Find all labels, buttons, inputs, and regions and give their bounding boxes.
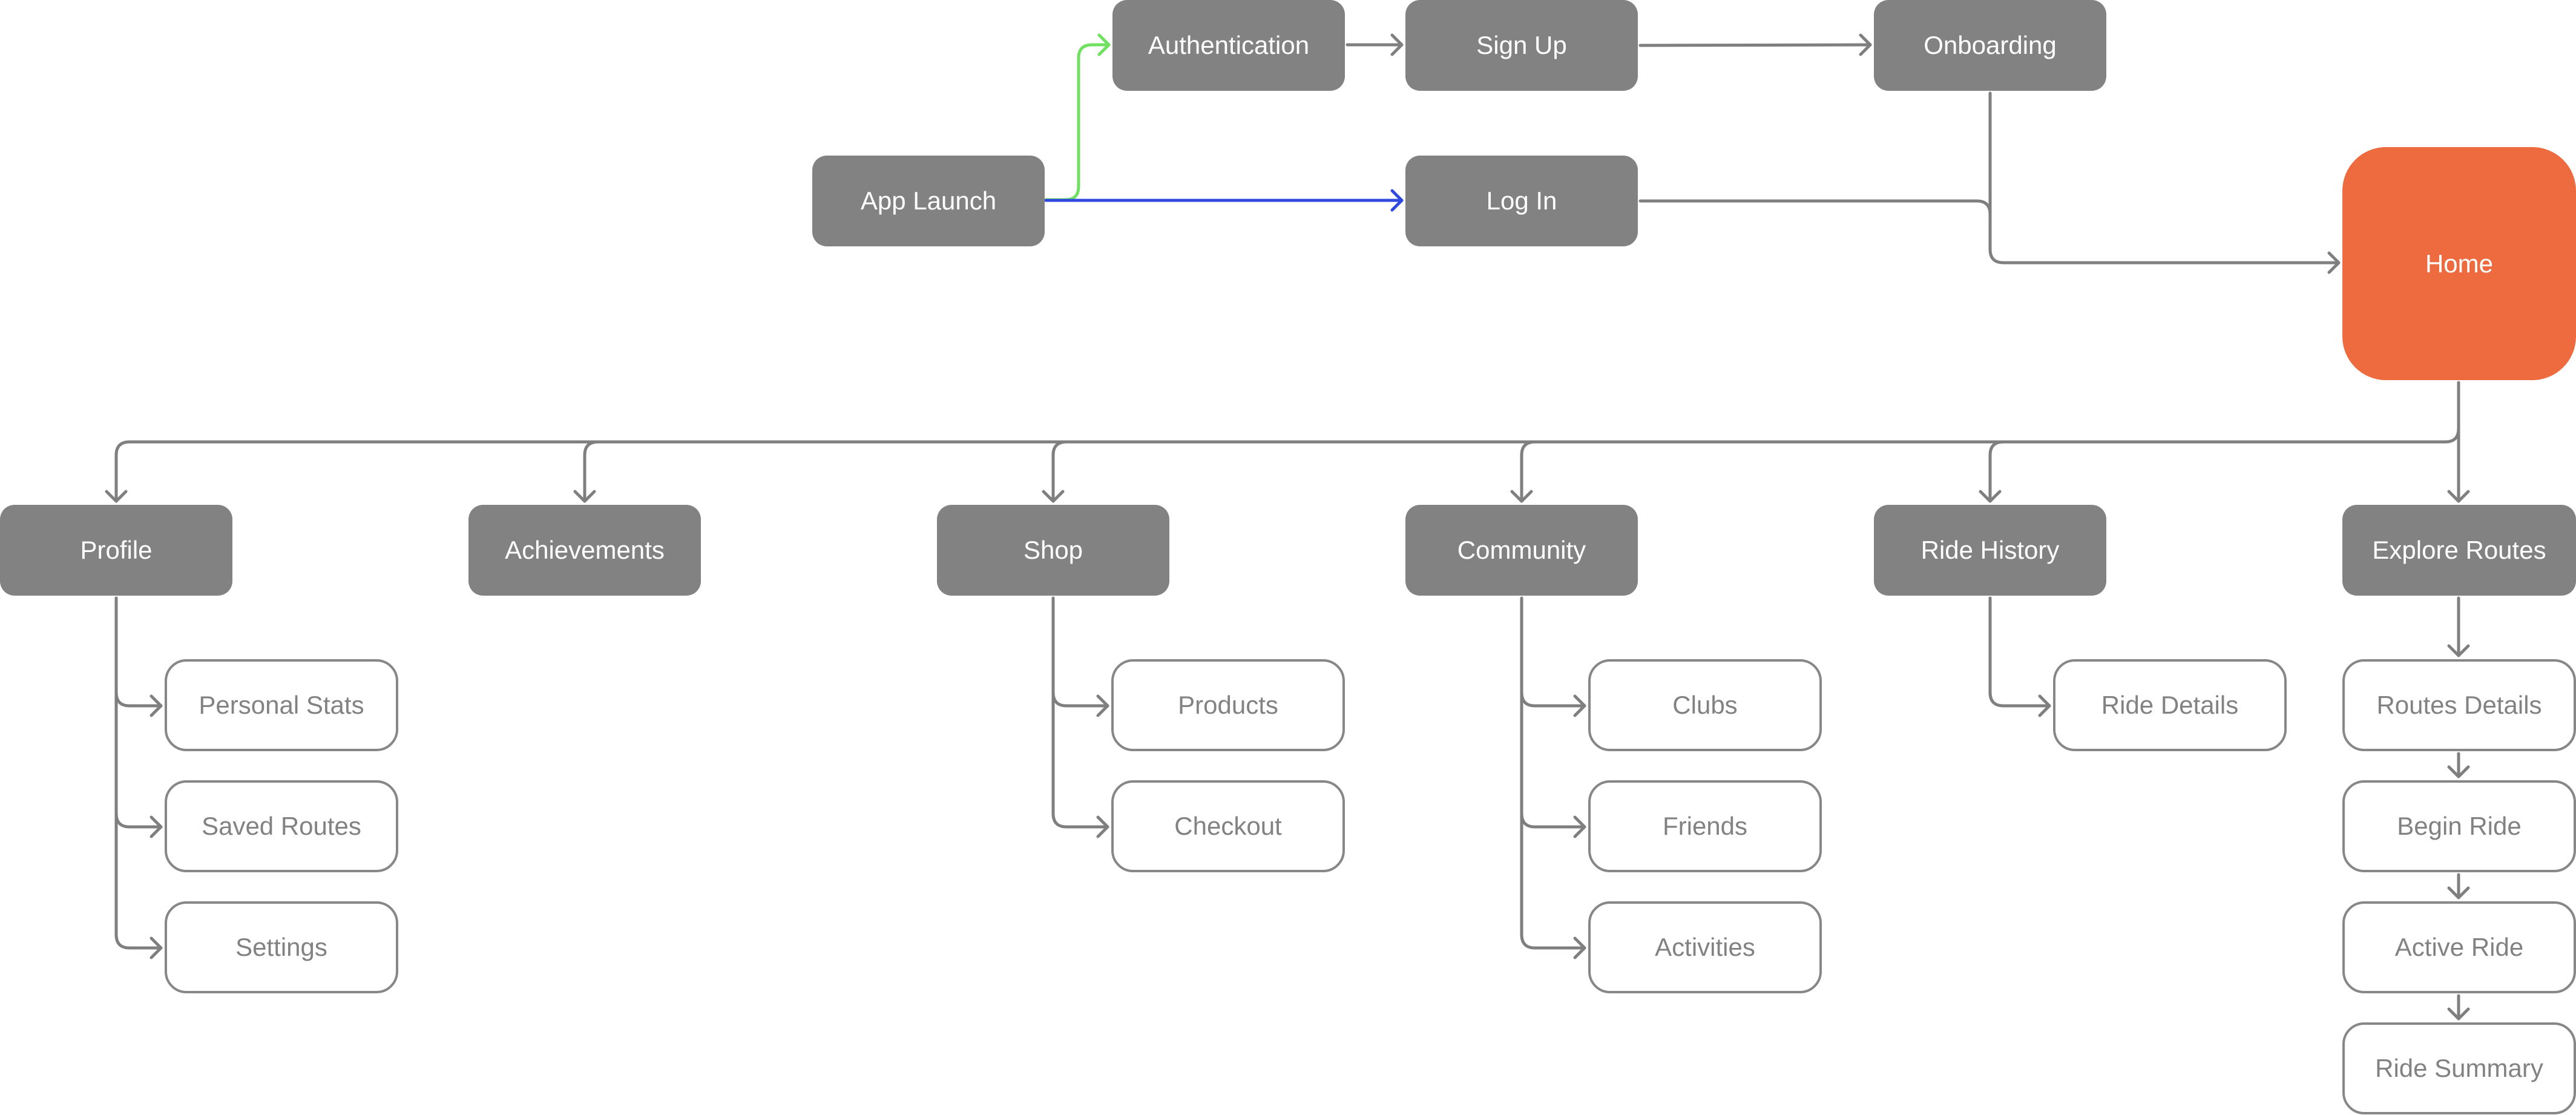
- node-routes-details[interactable]: Routes Details: [2342, 659, 2576, 751]
- node-profile[interactable]: Profile: [0, 505, 232, 596]
- arrowhead-icon: [1573, 936, 1586, 959]
- arrowhead-icon: [1096, 694, 1109, 717]
- arrowhead-icon: [1573, 694, 1586, 717]
- arrowhead-icon: [150, 815, 163, 838]
- connector-shop-branch: [1051, 691, 1109, 708]
- connector-home-bus: [114, 381, 2460, 503]
- connector-shop-trunk: [1051, 596, 1109, 829]
- node-friends[interactable]: Friends: [1588, 780, 1822, 872]
- arrowhead-icon: [1510, 490, 1533, 503]
- node-sign-up[interactable]: Sign Up: [1405, 0, 1638, 91]
- arrowhead-icon: [150, 936, 163, 959]
- arrowhead-icon: [1859, 33, 1872, 56]
- node-achievements[interactable]: Achievements: [468, 505, 701, 596]
- arrowhead-icon: [1390, 33, 1404, 56]
- arrowhead-icon: [573, 490, 596, 503]
- node-app-launch[interactable]: App Launch: [812, 156, 1045, 246]
- arrowhead-icon: [1390, 189, 1404, 212]
- connector-ride-history-trunk: [1988, 596, 2051, 708]
- node-products[interactable]: Products: [1111, 659, 1345, 751]
- connector-community-branch: [1520, 691, 1586, 708]
- connector-community-trunk: [1520, 596, 1586, 950]
- arrowhead-icon: [2447, 1007, 2470, 1021]
- node-shop[interactable]: Shop: [937, 505, 1169, 596]
- node-checkout[interactable]: Checkout: [1111, 780, 1345, 872]
- connector-launch-auth: [1044, 43, 1111, 202]
- node-community[interactable]: Community: [1405, 505, 1638, 596]
- node-personal-stats[interactable]: Personal Stats: [165, 659, 398, 751]
- arrowhead-icon: [2038, 694, 2051, 717]
- node-saved-routes[interactable]: Saved Routes: [165, 780, 398, 872]
- node-ride-summary[interactable]: Ride Summary: [2342, 1022, 2576, 1114]
- connector-home-section: [1988, 440, 2005, 503]
- node-authentication[interactable]: Authentication: [1112, 0, 1345, 91]
- connector-login-home: [1638, 199, 1992, 216]
- node-active-ride[interactable]: Active Ride: [2342, 901, 2576, 993]
- arrowhead-icon: [1042, 490, 1065, 503]
- connector-home-section: [1520, 440, 1537, 503]
- node-ride-details[interactable]: Ride Details: [2053, 659, 2287, 751]
- arrowhead-icon: [2327, 251, 2341, 274]
- connector-community-branch: [1520, 812, 1586, 829]
- node-home[interactable]: Home: [2342, 147, 2576, 380]
- connector-home-section: [583, 440, 600, 503]
- node-begin-ride[interactable]: Begin Ride: [2342, 780, 2576, 872]
- connector-profile-branch: [114, 691, 163, 708]
- arrowhead-icon: [2447, 765, 2470, 778]
- arrowhead-icon: [2447, 490, 2470, 503]
- node-onboarding[interactable]: Onboarding: [1874, 0, 2106, 91]
- arrowhead-icon: [150, 694, 163, 717]
- arrowhead-icon: [1096, 815, 1109, 838]
- node-settings[interactable]: Settings: [165, 901, 398, 993]
- connector-profile-branch: [114, 812, 163, 829]
- node-clubs[interactable]: Clubs: [1588, 659, 1822, 751]
- arrowhead-icon: [1097, 33, 1111, 56]
- arrowhead-icon: [2447, 644, 2470, 657]
- connector-profile-trunk: [114, 596, 163, 950]
- connector-home-section: [1051, 440, 1068, 503]
- arrowhead-icon: [1573, 815, 1586, 838]
- node-ride-history[interactable]: Ride History: [1874, 505, 2106, 596]
- node-log-in[interactable]: Log In: [1405, 156, 1638, 246]
- arrowhead-icon: [105, 490, 128, 503]
- node-activities[interactable]: Activities: [1588, 901, 1822, 993]
- node-explore-routes[interactable]: Explore Routes: [2342, 505, 2576, 596]
- connector-onboarding-home: [1988, 91, 2341, 265]
- arrowhead-icon: [1979, 490, 2002, 503]
- arrowhead-icon: [2447, 886, 2470, 900]
